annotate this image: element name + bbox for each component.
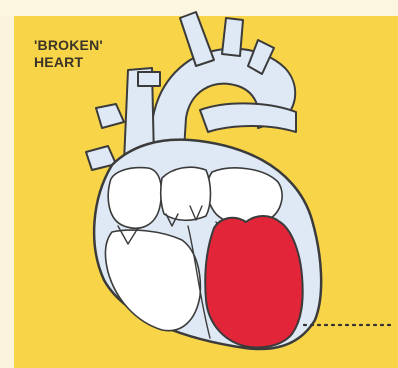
small-vessel-left-upper (96, 104, 124, 128)
left-pulmonary-vessel (138, 72, 160, 86)
right-atrium (108, 168, 161, 229)
damaged-left-ventricle (205, 216, 302, 348)
interatrial-region (161, 167, 211, 220)
right-ventricle (105, 230, 200, 331)
right-pulmonary-artery (200, 103, 296, 132)
aortic-branch-mid (222, 18, 243, 56)
aortic-branch-left (180, 12, 214, 66)
aortic-arch (150, 49, 295, 150)
